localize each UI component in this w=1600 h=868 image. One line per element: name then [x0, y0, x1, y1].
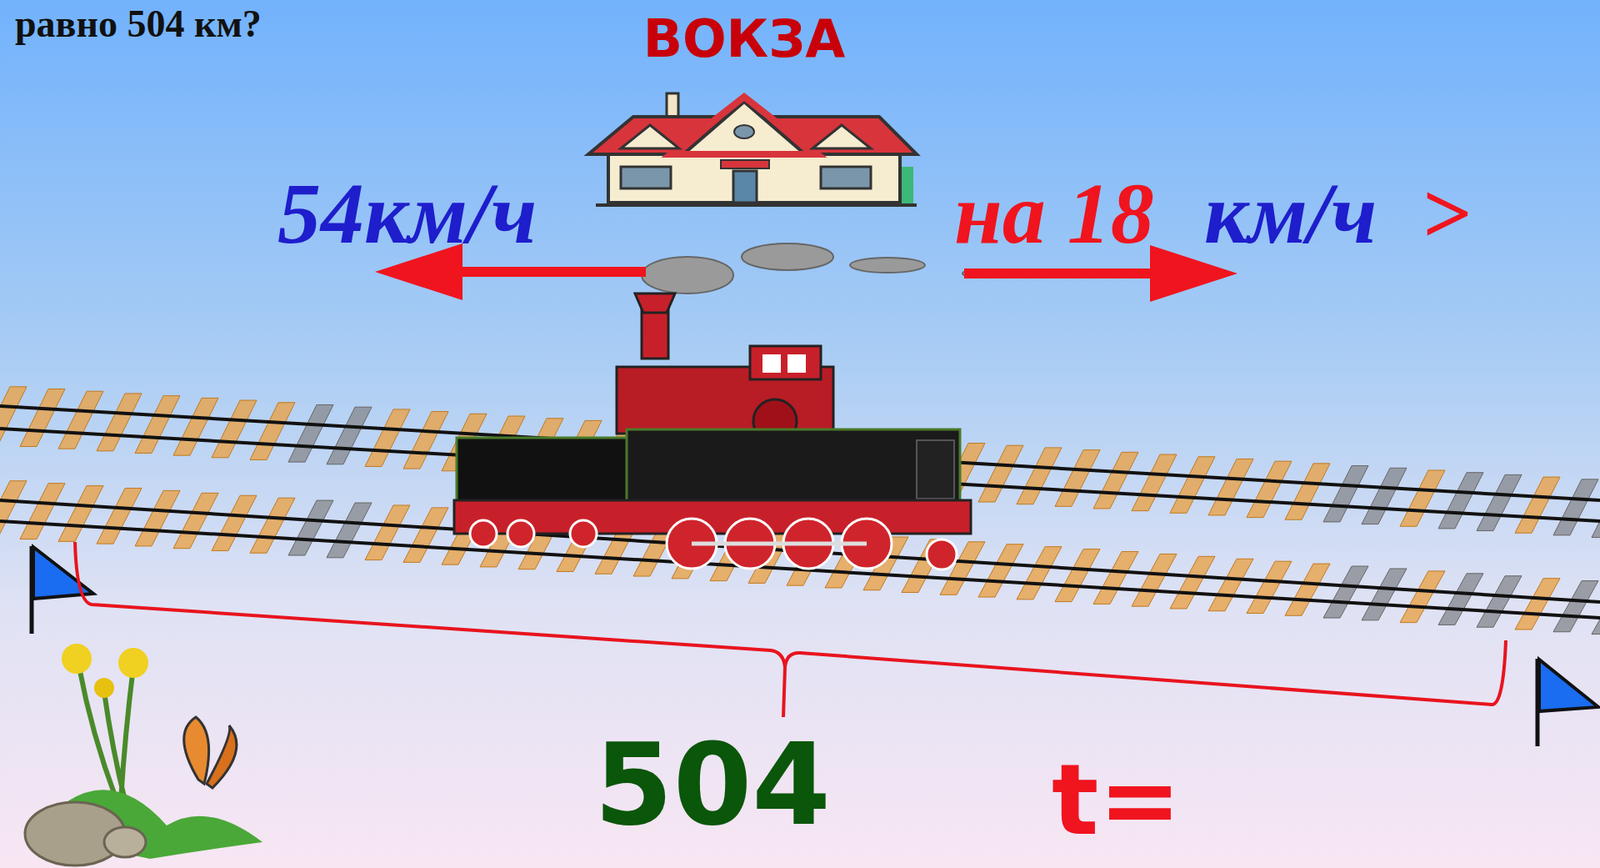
speed-unit: км/ч: [1204, 163, 1377, 263]
sleeper: [1400, 570, 1445, 623]
sleeper: [403, 507, 449, 562]
sleeper: [96, 487, 142, 544]
sleeper: [1476, 575, 1522, 627]
sleeper: [1055, 450, 1100, 507]
sleeper: [1438, 472, 1484, 529]
sleeper: [58, 485, 104, 542]
sleeper: [1246, 460, 1292, 517]
sleeper: [1055, 549, 1100, 602]
sleeper: [288, 404, 334, 462]
station-label: ВОКЗА: [643, 8, 846, 70]
sleeper: [1438, 573, 1484, 625]
sleeper: [0, 386, 27, 445]
sleeper: [1553, 580, 1599, 632]
sleeper: [1093, 451, 1139, 509]
sleeper: [978, 445, 1024, 502]
flags: [31, 545, 1599, 746]
distance-value: 504: [594, 718, 831, 850]
sleeper: [135, 490, 180, 545]
sleeper: [211, 495, 257, 550]
sleeper: [1170, 555, 1215, 609]
sleeper: [1591, 481, 1600, 538]
sleeper: [1016, 546, 1062, 600]
sleeper: [1093, 550, 1139, 604]
comparison-sign: >: [1420, 163, 1470, 263]
sleeper: [978, 544, 1024, 597]
sleeper: [1170, 456, 1215, 514]
sleeper: [288, 500, 334, 555]
sleeper: [403, 411, 449, 469]
sleeper: [1285, 463, 1330, 520]
sleeper: [135, 395, 180, 454]
rail: [0, 500, 1600, 602]
sleeper: [20, 389, 65, 447]
sleeper: [211, 400, 257, 458]
time-label: t=: [1051, 741, 1181, 857]
sleeper: [250, 402, 295, 460]
sleeper: [96, 393, 142, 451]
question-text: равно 504 км?: [15, 1, 262, 46]
sleeper: [1515, 476, 1560, 533]
sleeper: [173, 492, 219, 548]
sleeper: [1591, 582, 1600, 634]
sleeper: [1246, 560, 1292, 613]
sleeper: [1515, 578, 1560, 630]
sleeper: [326, 502, 372, 558]
speed-difference: на 18: [954, 163, 1155, 263]
sleeper: [250, 497, 295, 553]
smoke: [641, 243, 996, 294]
sleeper: [365, 409, 410, 467]
sleeper: [365, 505, 410, 560]
speed-label: 54км/ч: [277, 163, 537, 263]
sleeper: [1208, 558, 1254, 610]
sleeper: [1208, 458, 1254, 515]
distance-brace: [75, 541, 1506, 705]
sleeper: [326, 406, 372, 465]
sleeper: [1323, 465, 1369, 522]
sleeper: [1361, 467, 1407, 524]
sleeper: [1016, 447, 1062, 505]
sleeper: [1285, 563, 1330, 615]
station-building: [588, 93, 917, 205]
locomotive: [454, 293, 971, 570]
sleeper: [1400, 470, 1445, 526]
sleeper: [1323, 565, 1369, 618]
brace-tick: [783, 666, 785, 717]
sleeper: [1553, 479, 1599, 535]
sleeper: [1131, 553, 1177, 606]
sleeper: [1476, 474, 1522, 530]
sleeper: [0, 480, 27, 537]
sleeper: [1361, 568, 1407, 620]
sleeper: [1131, 454, 1177, 511]
sleeper: [20, 483, 65, 540]
sleeper: [173, 397, 219, 455]
sleeper: [58, 390, 104, 449]
flower-decoration: [25, 643, 263, 865]
